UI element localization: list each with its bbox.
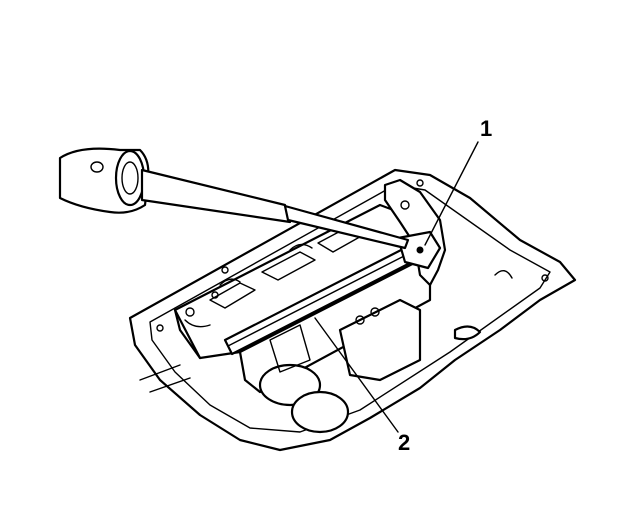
leader-line-2 xyxy=(314,317,399,433)
screwdriver xyxy=(58,147,410,250)
callout-1: 1 xyxy=(480,116,492,141)
leader-lines xyxy=(314,141,479,433)
case-outer-rim xyxy=(128,168,577,452)
leader-line-1 xyxy=(424,141,479,246)
callout-2: 2 xyxy=(398,430,410,455)
lower-castings xyxy=(139,270,513,434)
